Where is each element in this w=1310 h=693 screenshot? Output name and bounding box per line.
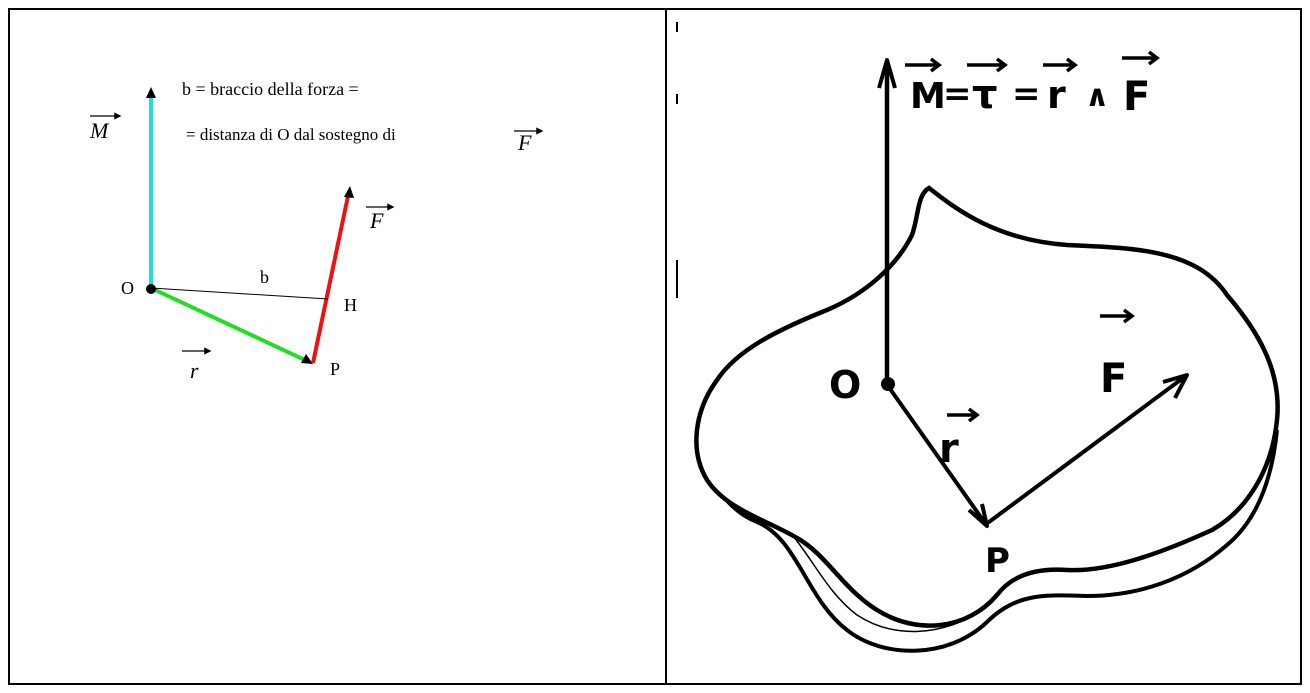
formula-equals-1: = — [943, 74, 972, 114]
force-vector-arrowhead — [344, 186, 354, 198]
typed-diagram-panel: b = braccio della forza = = distanza di … — [10, 10, 665, 683]
point-p-label: P — [985, 541, 1010, 581]
formula-f-arrow — [1122, 50, 1160, 66]
hand-sketch: M = τ = r ∧ F O r F P — [676, 22, 1280, 653]
hand-sketch-panel: M = τ = r ∧ F O r F P — [667, 10, 1302, 683]
formula-m: M — [910, 76, 946, 117]
definition-line-2: = distanza di O dal sostegno di — [186, 125, 396, 144]
formula-m-arrow — [905, 57, 942, 73]
force-label-arrow — [1100, 308, 1135, 324]
force-vector-line — [987, 376, 1185, 524]
definition-line-1: b = braccio della forza = — [182, 79, 359, 99]
formula-r: r — [1047, 73, 1066, 117]
formula-wedge: ∧ — [1085, 79, 1109, 114]
formula-equals-2: = — [1012, 74, 1041, 114]
position-vector-label: r — [939, 426, 959, 472]
figure-table: b = braccio della forza = = distanza di … — [8, 8, 1302, 685]
position-vector-line — [886, 384, 987, 525]
formula-r-arrow — [1043, 57, 1078, 73]
force-vector-label: F — [369, 208, 384, 233]
slab-outline — [694, 185, 1280, 628]
position-label-arrow — [947, 407, 980, 423]
point-o-label: O — [829, 363, 861, 407]
force-vector-label: F — [1100, 356, 1127, 402]
moment-vector-label: M — [89, 118, 110, 143]
arm-line — [150, 287, 329, 300]
point-o-label: O — [121, 278, 134, 298]
typed-diagram: b = braccio della forza = = distanza di … — [89, 79, 544, 383]
arm-label: b — [260, 267, 269, 287]
definition-vector-f-label: F — [517, 130, 532, 155]
position-vector-arrowhead — [301, 354, 313, 364]
formula-f: F — [1123, 74, 1150, 120]
point-p-label: P — [330, 359, 340, 379]
formula-tau-arrow — [967, 57, 1008, 73]
force-vector-line — [311, 195, 350, 364]
position-vector-arrowhead — [967, 503, 989, 528]
position-vector-line — [150, 286, 308, 363]
slab-bottom-edge — [699, 429, 1279, 653]
point-o-dot — [146, 284, 156, 294]
force-vector-arrowhead — [1162, 373, 1189, 399]
position-vector-label: r — [190, 358, 199, 383]
moment-vector-arrowhead — [877, 58, 897, 89]
point-h-label: H — [344, 295, 357, 315]
column-divider — [665, 10, 667, 683]
formula-tau: τ — [972, 72, 998, 118]
moment-vector-arrowhead — [146, 87, 156, 98]
